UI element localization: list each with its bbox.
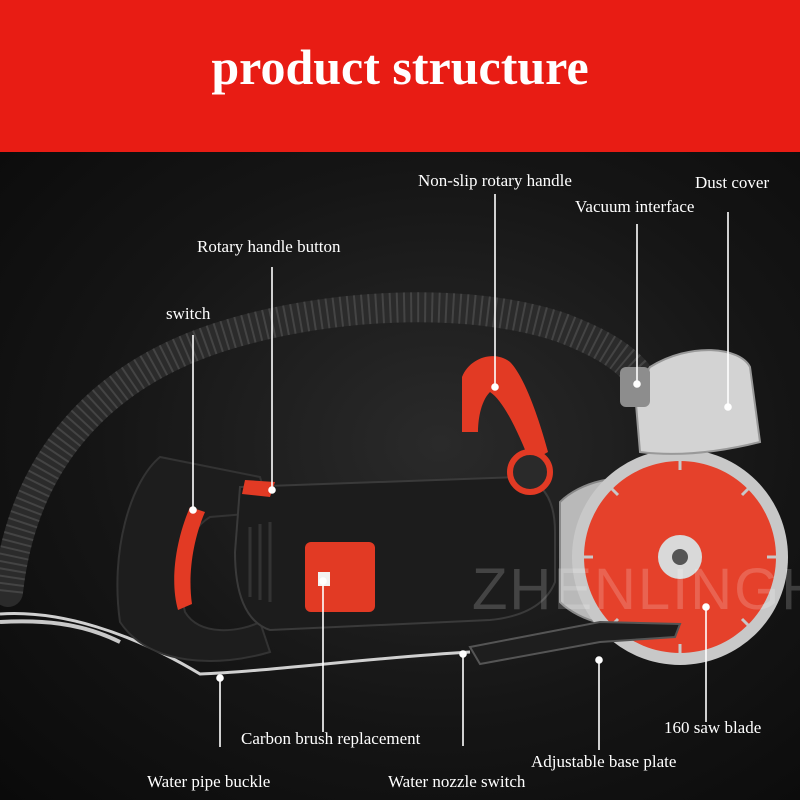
power-cord: [0, 619, 121, 644]
label-dust-cover: Dust cover: [695, 173, 770, 192]
watermark: ZHENLINGH: [472, 557, 800, 622]
label-adjustable-base-plate: Adjustable base plate: [531, 752, 677, 771]
carbon-brush-cover: [305, 542, 375, 612]
label-vacuum-interface: Vacuum interface: [575, 197, 695, 216]
trigger-switch: [174, 507, 205, 610]
water-pipe: [0, 612, 471, 676]
banner-title: product structure: [211, 39, 589, 95]
rotary-handle: [462, 356, 548, 462]
motor-vents: [248, 522, 272, 602]
label-switch: switch: [166, 304, 211, 323]
title-banner: product structure: [0, 0, 800, 152]
label-water-pipe-buckle: Water pipe buckle: [147, 772, 271, 791]
callout-lines: [189, 194, 732, 750]
base-plate: [468, 620, 682, 666]
label-non-slip-rotary-handle: Non-slip rotary handle: [418, 171, 572, 190]
label-saw-blade: 160 saw blade: [664, 718, 762, 737]
dust-cover: [633, 349, 762, 455]
handle-knob: [507, 449, 553, 495]
wall-chaser-illustration: [0, 194, 788, 750]
label-carbon-brush-replacement: Carbon brush replacement: [241, 729, 421, 748]
label-water-nozzle-switch: Water nozzle switch: [388, 772, 526, 791]
product-photo-stage: ZHENLINGH: [0, 152, 800, 800]
label-rotary-handle-button: Rotary handle button: [197, 237, 341, 256]
